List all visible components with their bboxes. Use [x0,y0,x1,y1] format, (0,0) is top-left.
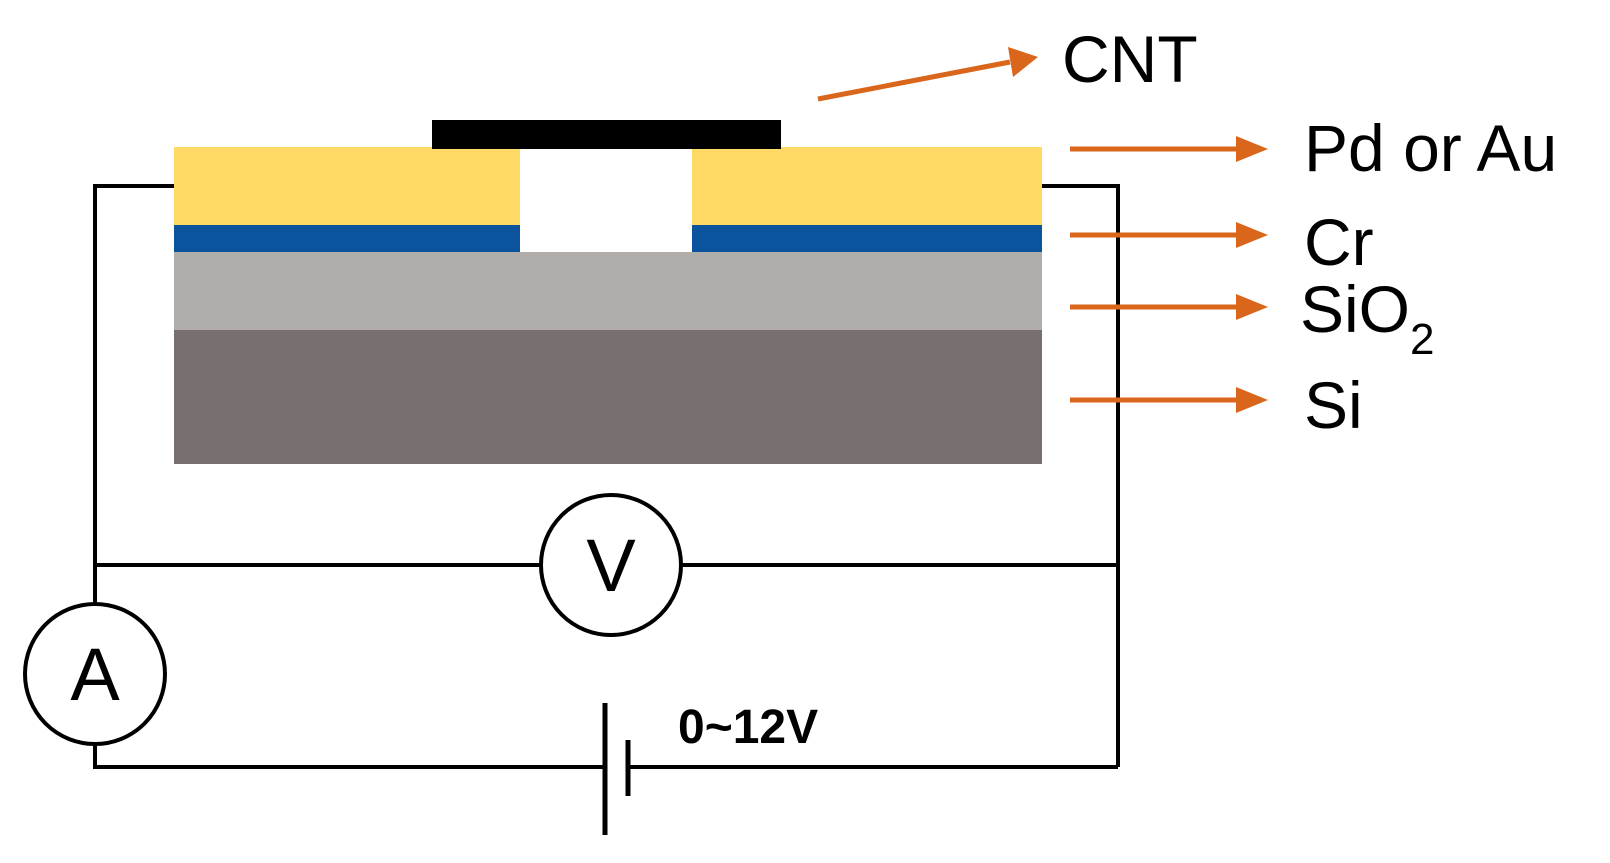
cr-layer-left [174,225,520,252]
si-label: Si [1304,368,1363,442]
cnt-bar [432,120,781,149]
sio2-label: SiO2 [1300,272,1435,364]
si-substrate-layer [174,330,1042,464]
voltmeter: V [539,493,683,637]
cr-callout: Cr [1070,205,1374,279]
electrode-callout: Pd or Au [1070,111,1557,185]
cnt-label: CNT [1062,22,1198,96]
sio2-label-subscript: 2 [1410,315,1434,364]
voltmeter-symbol: V [586,524,636,607]
sio2-oxide-layer [174,252,1042,330]
wire-right-vertical [1042,184,1120,767]
electrode-left [174,147,520,225]
cnt-arrow-head [1008,47,1038,77]
voltage-range-label: 0~12V [678,701,818,754]
cr-arrow-head [1236,222,1268,248]
sio2-callout: SiO2 [1070,272,1435,364]
cnt-arrow-line [817,59,1011,102]
ammeter: A [23,602,167,746]
cnt-callout: CNT [817,22,1198,102]
electrode-label: Pd or Au [1304,111,1557,185]
ammeter-circle [23,602,167,746]
battery-symbol [602,703,631,835]
electrode-arrow-head [1236,136,1268,162]
electrode-right [692,147,1042,225]
wire-left-vertical [93,184,174,629]
ammeter-symbol: A [70,633,120,716]
si-arrow-head [1236,387,1268,413]
cr-layer-right [692,225,1042,252]
si-callout: Si [1070,368,1363,442]
sio2-arrow-head [1236,294,1268,320]
circuit-wires [93,184,1120,769]
cr-label: Cr [1304,205,1374,279]
wire-bottom-left [93,741,605,769]
voltmeter-circle [539,493,683,637]
sio2-label-base: SiO [1300,272,1410,346]
